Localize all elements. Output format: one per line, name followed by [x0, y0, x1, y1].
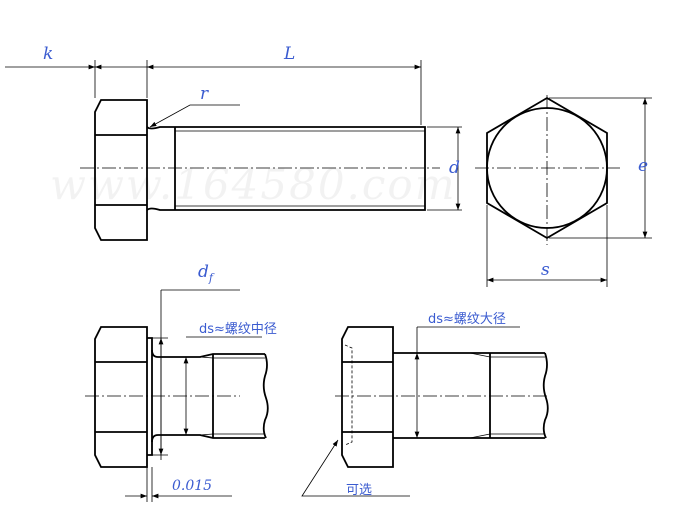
label-r: r: [200, 84, 209, 104]
label-L: L: [284, 44, 296, 64]
label-s: s: [541, 260, 550, 280]
label-df-sub: f: [208, 271, 213, 285]
note-tolerance: 0.015: [172, 478, 213, 494]
label-k: k: [43, 44, 54, 64]
main-dims: [5, 60, 462, 211]
detail-full-shank: [341, 326, 549, 468]
label-df: df: [198, 262, 213, 284]
note-optional: 可选: [346, 483, 373, 498]
label-e: e: [638, 156, 649, 176]
main-view: [94, 99, 426, 241]
detail-reduced-shank: [94, 326, 269, 468]
note-ds-major: ds≈螺纹大径: [428, 312, 506, 327]
label-df-main: d: [198, 262, 209, 282]
note-ds-pitch: ds≈螺纹中径: [199, 322, 277, 337]
label-d: d: [449, 158, 460, 178]
